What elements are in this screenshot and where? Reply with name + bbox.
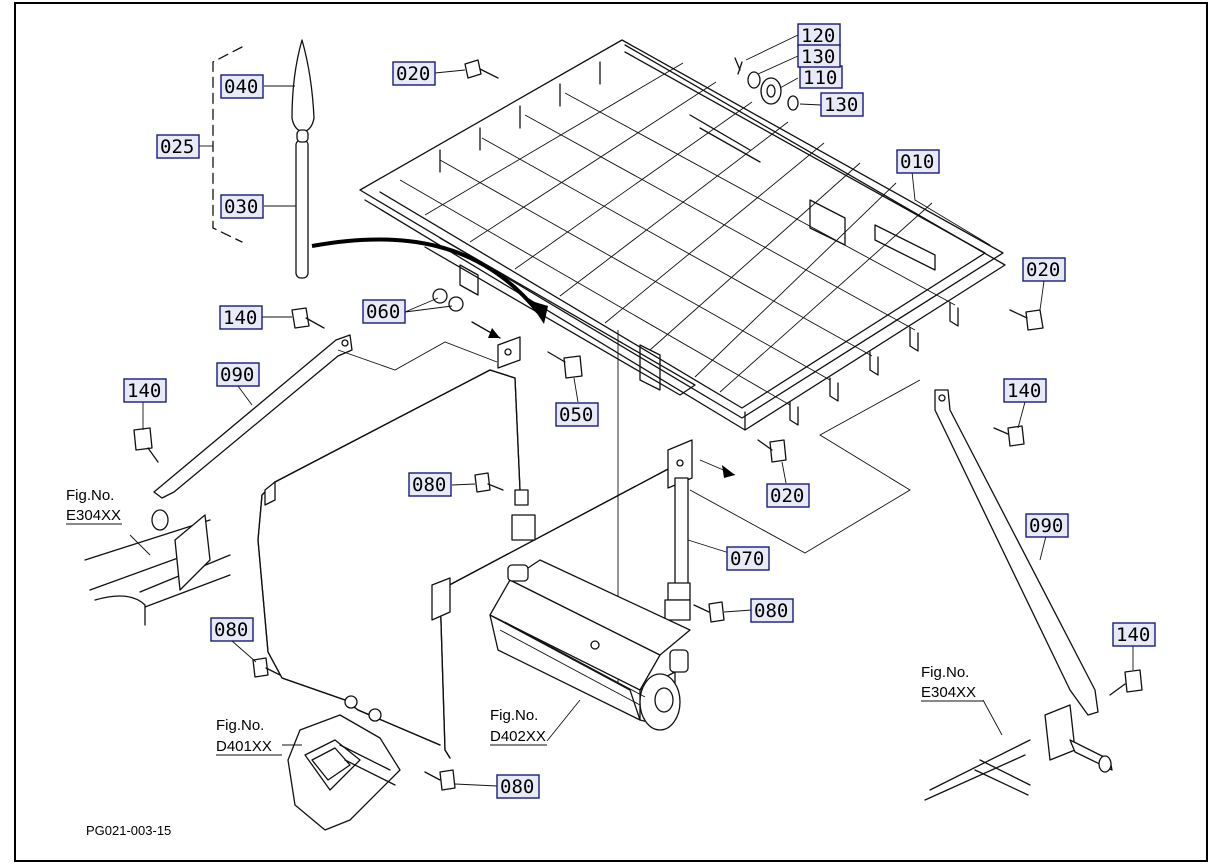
svg-text:Fig.No.: Fig.No.: [66, 487, 114, 504]
svg-text:Fig.No.: Fig.No.: [216, 717, 264, 734]
assembly-arrow: [311, 237, 540, 314]
svg-text:110: 110: [803, 67, 837, 89]
callout-020-right: 020: [1022, 257, 1066, 282]
svg-text:080: 080: [754, 600, 788, 622]
bolt-020-top: [464, 59, 499, 79]
mount-bracket: [287, 714, 401, 831]
figure-references: Fig.No. E304XX Fig.No. E304XX Fig.No. D4…: [66, 487, 983, 756]
callout-080-c: 080: [210, 617, 254, 642]
leader-lines: [129, 34, 1134, 787]
bolt-080-c: [252, 657, 281, 678]
callout-080-b: 080: [750, 598, 794, 623]
svg-text:020: 020: [1026, 259, 1060, 281]
bolt-140-left-bottom: [133, 427, 159, 463]
figref-e304-left: Fig.No. E304XX: [66, 487, 122, 525]
bolt-020-bottom: [757, 439, 787, 463]
svg-text:E304XX: E304XX: [921, 684, 976, 701]
motor-assembly: [489, 559, 691, 731]
callout-130-top: 130: [797, 44, 841, 68]
arm-left: [84, 509, 231, 626]
page-code: PG021-003-15: [86, 823, 171, 838]
fasteners: [133, 57, 1143, 791]
svg-text:130: 130: [824, 94, 858, 116]
callout-060: 060: [362, 299, 406, 324]
callout-020-top: 020: [392, 61, 436, 86]
bolt-140-right-bottom: [1109, 669, 1143, 696]
nuts-060: [432, 288, 464, 312]
callout-090-right: 090: [1025, 513, 1069, 538]
svg-text:140: 140: [127, 380, 161, 402]
callout-040: 040: [220, 74, 264, 99]
figref-d402: Fig.No. D402XX: [490, 707, 547, 746]
diagram-border: [14, 2, 1208, 862]
svg-text:120: 120: [801, 25, 835, 47]
figref-e304-right: Fig.No. E304XX: [921, 664, 983, 702]
bolt-080-a: [474, 472, 504, 493]
callout-140-right-bottom: 140: [1112, 622, 1156, 647]
svg-text:Fig.No.: Fig.No.: [490, 707, 538, 724]
svg-text:E304XX: E304XX: [66, 507, 121, 524]
callout-140-right-top: 140: [1003, 378, 1047, 403]
bolt-080-b: [693, 601, 725, 623]
callout-140-left-top: 140: [219, 305, 263, 330]
wire-rack-010: [359, 39, 1006, 431]
callout-labels: 010 020 020 020 025 030 040 050 060 070 …: [123, 23, 1156, 799]
svg-text:140: 140: [223, 307, 257, 329]
svg-text:Fig.No.: Fig.No.: [921, 664, 969, 681]
svg-text:D402XX: D402XX: [490, 728, 546, 745]
callout-110: 110: [799, 65, 843, 89]
leader-support: [337, 341, 498, 371]
callout-090-left: 090: [216, 362, 260, 387]
svg-text:030: 030: [224, 196, 258, 218]
stay-090-left: [153, 334, 353, 499]
lever-assembly: [212, 39, 315, 279]
svg-text:140: 140: [1116, 624, 1150, 646]
guard-frame: [257, 336, 693, 759]
svg-text:060: 060: [366, 301, 400, 323]
callout-080-a: 080: [408, 472, 452, 497]
callout-050: 050: [555, 402, 599, 427]
callout-070: 070: [726, 546, 770, 571]
svg-text:080: 080: [500, 776, 534, 798]
svg-text:130: 130: [801, 46, 835, 68]
bolt-140-right-top: [993, 425, 1025, 447]
arm-right: [924, 704, 1113, 801]
bolt-020-right: [1009, 309, 1044, 331]
svg-text:025: 025: [160, 136, 194, 158]
callout-010: 010: [896, 149, 940, 174]
callout-025: 025: [156, 134, 200, 159]
svg-text:040: 040: [224, 76, 258, 98]
svg-text:090: 090: [1029, 515, 1063, 537]
bolt-050: [547, 351, 583, 379]
svg-text:010: 010: [900, 151, 934, 173]
figref-d401: Fig.No. D401XX: [216, 717, 282, 756]
svg-text:070: 070: [730, 548, 764, 570]
callout-030: 030: [220, 194, 264, 219]
svg-text:080: 080: [412, 474, 446, 496]
svg-text:050: 050: [559, 404, 593, 426]
callout-080-d: 080: [496, 774, 540, 799]
svg-text:140: 140: [1007, 380, 1041, 402]
callout-120: 120: [797, 23, 841, 47]
svg-text:090: 090: [220, 364, 254, 386]
svg-text:020: 020: [396, 63, 430, 85]
svg-text:D401XX: D401XX: [216, 738, 272, 755]
callout-140-left-bottom: 140: [123, 378, 167, 403]
stay-090-right: [934, 389, 1099, 716]
bolt-080-d: [424, 769, 456, 791]
callout-020-bottom: 020: [766, 483, 810, 508]
bar-070: [664, 477, 691, 621]
callout-130-bottom: 130: [820, 92, 864, 117]
svg-text:080: 080: [214, 619, 248, 641]
svg-text:020: 020: [770, 485, 804, 507]
washers-110-130: [734, 57, 799, 111]
bolt-140-left-top: [291, 307, 325, 329]
